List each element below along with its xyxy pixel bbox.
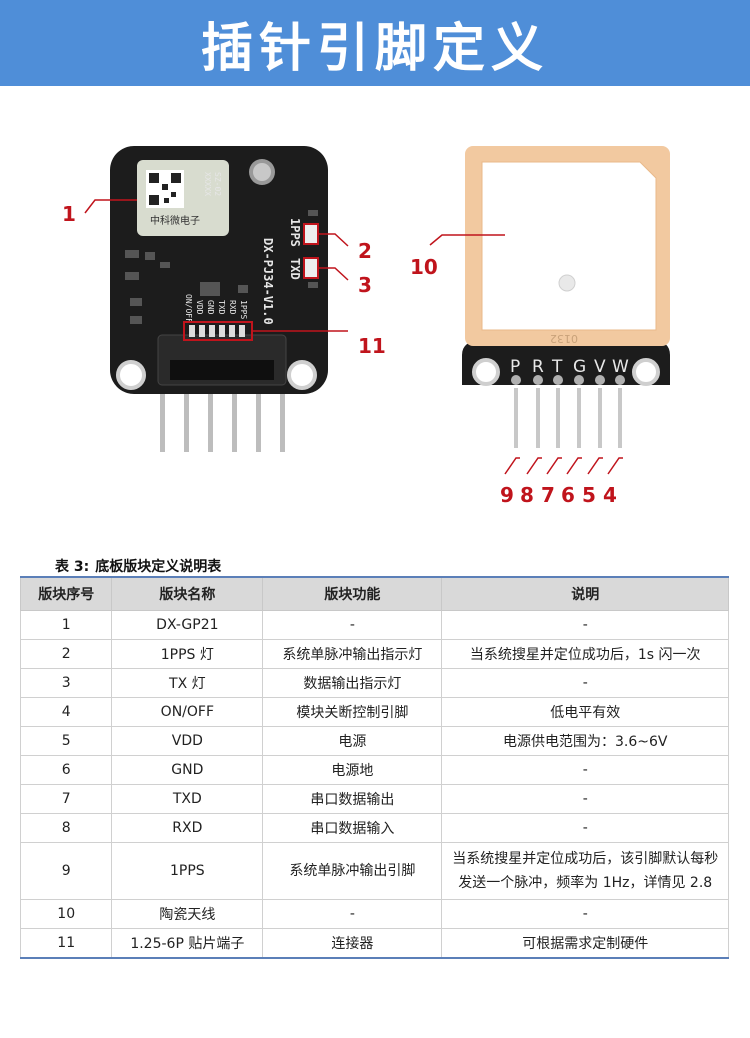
callout-3: 3 xyxy=(358,273,372,297)
silk-pin-labels: ON/OFF VDD GND TXD RXD 1PPS xyxy=(184,294,248,323)
svg-text:ON/OFF: ON/OFF xyxy=(184,294,193,323)
page-title: 插针引脚定义 xyxy=(200,18,549,79)
antenna-code: 0132 xyxy=(550,332,578,345)
header-name: 版块名称 xyxy=(111,576,264,611)
silk-1pps: 1PPS xyxy=(288,218,302,247)
caption-prefix: 表 3: xyxy=(55,559,90,575)
tx-led xyxy=(303,257,319,279)
callout-1: 1 xyxy=(62,202,76,226)
module-brand: 中科微电子 xyxy=(150,214,200,227)
table-caption: 表 3: 底板版块定义说明表 xyxy=(55,556,227,576)
table-header-row: 版块序号 版块名称 版块功能 说明 xyxy=(19,576,729,611)
svg-text:1PPS: 1PPS xyxy=(239,300,248,319)
svg-text:R: R xyxy=(532,357,544,377)
desc-multiline: 当系统搜星并定位成功后，该引脚默认每秒发送一个脉冲，频率为 1Hz，详情见 2.… xyxy=(441,842,729,900)
left-header-pins xyxy=(160,390,285,452)
right-callouts xyxy=(429,234,623,475)
left-callouts xyxy=(84,199,349,332)
left-board: XXXXX SZ-02 中科微电子 1PPS TXD DX-PJ34-V1.0 … xyxy=(110,146,328,452)
header-no: 版块序号 xyxy=(19,576,113,611)
header-func: 版块功能 xyxy=(262,576,443,611)
callout-11: 11 xyxy=(358,334,386,358)
svg-text:TXD: TXD xyxy=(217,300,226,315)
right-pcb xyxy=(462,340,670,385)
caption-text: 底板版块定义说明表 xyxy=(95,559,222,575)
svg-text:RXD: RXD xyxy=(228,300,237,315)
svg-text:G: G xyxy=(573,357,586,377)
header-desc: 说明 xyxy=(441,576,729,611)
svg-text:4: 4 xyxy=(603,483,617,507)
callout-2: 2 xyxy=(358,239,372,263)
svg-text:7: 7 xyxy=(541,483,555,507)
right-pin-letters: P R T G V W xyxy=(510,357,629,377)
svg-text:5: 5 xyxy=(582,483,596,507)
svg-text:V: V xyxy=(594,357,606,377)
right-pin-holes xyxy=(511,375,625,385)
svg-text:W: W xyxy=(612,357,629,377)
right-board: P R T G V W 0132 xyxy=(462,146,670,448)
pps-led xyxy=(303,223,319,245)
svg-text:GND: GND xyxy=(206,300,215,315)
svg-text:P: P xyxy=(510,357,520,377)
callout-10: 10 xyxy=(410,255,438,279)
pin-number-labels: 9 8 7 6 5 4 xyxy=(500,483,617,507)
pinout-diagram: XXXXX SZ-02 中科微电子 1PPS TXD DX-PJ34-V1.0 … xyxy=(62,146,670,507)
gps-module: XXXXX SZ-02 中科微电子 xyxy=(137,160,229,236)
module-model: SZ-02 xyxy=(213,172,222,196)
svg-text:VDD: VDD xyxy=(195,300,204,315)
title-banner: 插针引脚定义 xyxy=(0,0,750,86)
svg-text:8: 8 xyxy=(520,483,534,507)
svg-text:9: 9 xyxy=(500,483,514,507)
right-header-pins xyxy=(514,388,622,448)
silk-board-name: DX-PJ34-V1.0 xyxy=(261,238,275,325)
module-serial: XXXXX xyxy=(203,172,212,196)
svg-text:T: T xyxy=(551,357,563,377)
svg-text:6: 6 xyxy=(561,483,575,507)
silk-txd: TXD xyxy=(288,258,302,280)
